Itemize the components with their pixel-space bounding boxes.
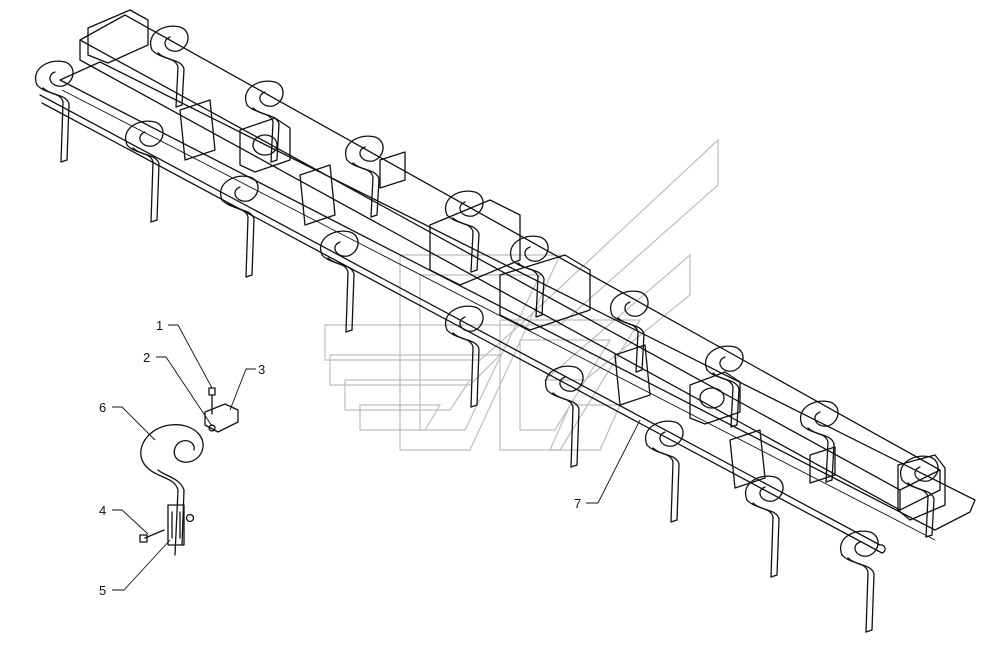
exploded-tine-assembly bbox=[139, 387, 239, 556]
spring-tine bbox=[704, 345, 744, 428]
callout-2: 2 bbox=[143, 350, 150, 365]
spring-tine bbox=[244, 80, 284, 163]
spring-tine bbox=[124, 120, 164, 223]
spring-tine-coil bbox=[140, 424, 204, 471]
spring-tine bbox=[149, 25, 189, 108]
spring-tine bbox=[609, 290, 649, 373]
spring-tine bbox=[799, 400, 839, 483]
callout-5: 5 bbox=[99, 583, 106, 598]
callout-labels: 1 2 3 6 4 5 7 bbox=[99, 318, 581, 598]
callout-6: 6 bbox=[99, 400, 106, 415]
callout-1: 1 bbox=[156, 318, 163, 333]
spring-tine bbox=[344, 135, 384, 218]
mounting-bracket bbox=[204, 387, 239, 433]
spring-tine bbox=[444, 305, 484, 408]
callout-4: 4 bbox=[99, 503, 106, 518]
spring-tine bbox=[219, 175, 259, 278]
bolt bbox=[139, 529, 165, 543]
callout-3: 3 bbox=[258, 362, 265, 377]
spring-tine bbox=[644, 420, 684, 523]
spring-tine bbox=[34, 60, 74, 163]
tine-clamp bbox=[167, 504, 185, 546]
spring-tine bbox=[319, 230, 359, 333]
spring-tine bbox=[899, 455, 939, 538]
spring-tine bbox=[509, 235, 549, 318]
watermark-logo bbox=[324, 138, 719, 451]
spring-tine bbox=[744, 475, 784, 578]
harrow-frame bbox=[39, 9, 976, 554]
callout-7: 7 bbox=[574, 496, 581, 511]
nut bbox=[185, 513, 195, 523]
spring-tine bbox=[444, 190, 484, 273]
leader-lines bbox=[112, 324, 641, 591]
spring-tine-row bbox=[34, 25, 939, 633]
spring-tine bbox=[839, 530, 879, 633]
spring-tine bbox=[544, 365, 584, 468]
